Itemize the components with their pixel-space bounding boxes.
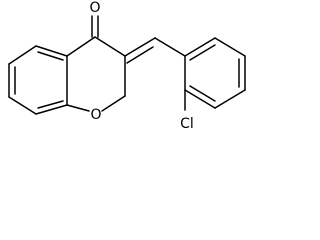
bond-aryl-1 xyxy=(184,37,216,57)
bond-aryl-1-inner xyxy=(189,44,216,61)
bond-benzo-1 xyxy=(35,45,68,57)
bond-benzo-2 xyxy=(8,45,37,65)
bond-aryl-4 xyxy=(214,89,246,109)
benzo-ring xyxy=(8,45,68,115)
bond-benzo-5 xyxy=(35,104,68,115)
chlorine-label: Cl xyxy=(180,116,194,132)
pyranone-ring xyxy=(66,15,126,112)
chlorophenyl-ring xyxy=(184,37,246,111)
bond-o1-c8a xyxy=(66,104,90,112)
bond-benzo-1-inner xyxy=(37,51,64,61)
bond-c3-methine xyxy=(124,37,156,57)
bond-c3-methine-inner xyxy=(126,46,154,64)
bond-benzo-4 xyxy=(8,96,37,115)
bond-c4a-c4 xyxy=(66,36,96,57)
bond-aryl-2 xyxy=(214,37,246,57)
chemical-structure-diagram: O O Cl xyxy=(8,0,246,132)
bond-benzo-5-inner xyxy=(37,100,64,109)
ring-oxygen-label: O xyxy=(90,107,101,123)
bond-aryl-5 xyxy=(184,89,216,109)
bond-methine-aryl xyxy=(154,37,186,57)
exocyclic-double-bond xyxy=(124,37,186,64)
bond-c4-c3 xyxy=(94,36,126,57)
carbonyl-oxygen-label: O xyxy=(89,0,100,16)
bond-c2-o1 xyxy=(101,95,126,112)
bond-aryl-5-inner xyxy=(189,85,216,102)
